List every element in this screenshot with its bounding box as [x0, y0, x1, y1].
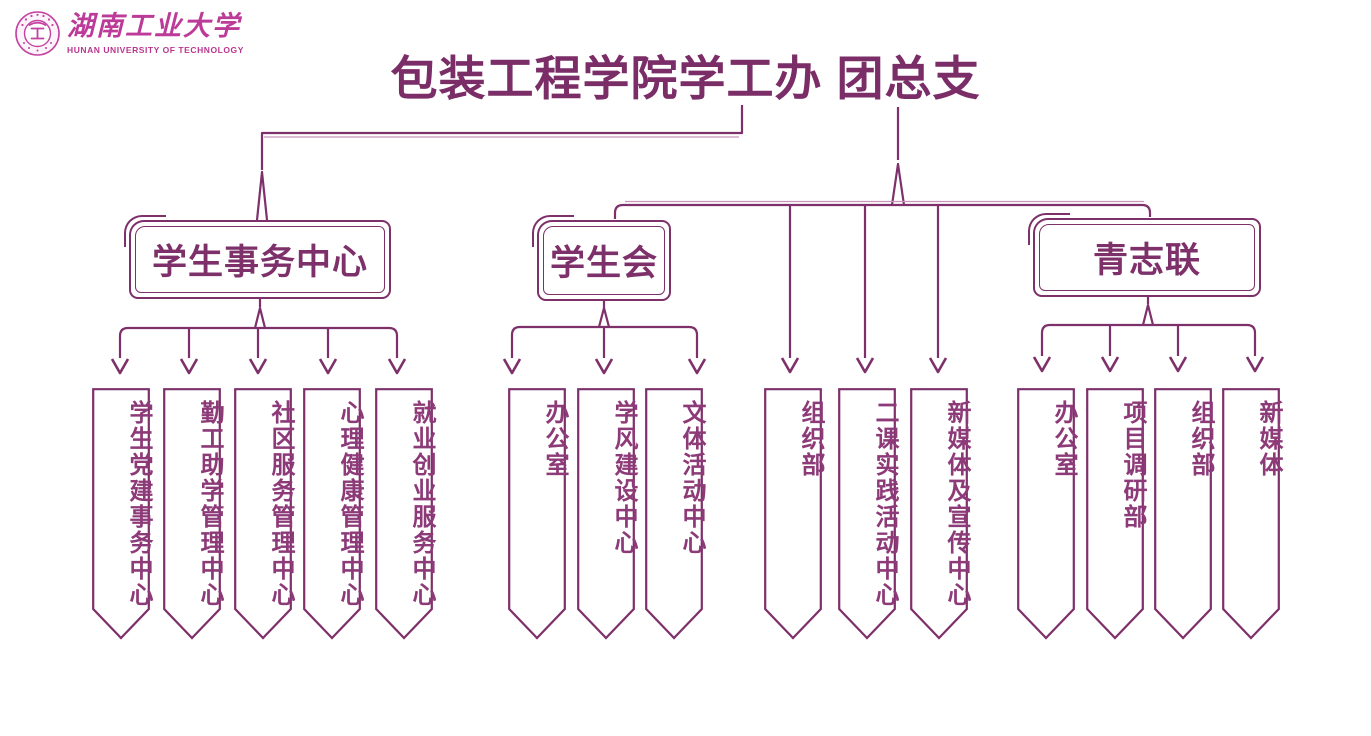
dept-banner: 勤工助学管理中心 — [163, 388, 223, 640]
pennant-shape-icon — [375, 388, 433, 640]
dept-label: 学生党建事务中心 — [125, 400, 152, 608]
dept-banner: 办公室 — [508, 388, 568, 640]
dept-label: 文体活动中心 — [678, 400, 705, 556]
branch-label: 学生会 — [549, 244, 658, 283]
pennant-shape-icon — [764, 388, 822, 640]
dept-label: 组织部 — [797, 400, 824, 478]
branch-box-student-affairs-center: 学生事务中心 — [124, 215, 391, 299]
branch-label: 学生事务中心 — [151, 243, 368, 282]
branch-box-inner-border: 青志联 — [1039, 224, 1255, 291]
dept-label: 就业创业服务中心 — [408, 400, 435, 608]
dept-banner: 新媒体 — [1222, 388, 1282, 640]
pennant-shape-icon — [1086, 388, 1144, 640]
dept-label: 心理健康管理中心 — [336, 400, 363, 608]
dept-banner: 新媒体及宣传中心 — [910, 388, 970, 640]
dept-banner: 文体活动中心 — [645, 388, 705, 640]
pennant-shape-icon — [1154, 388, 1212, 640]
pennant-shape-icon — [92, 388, 150, 640]
pennant-shape-icon — [910, 388, 968, 640]
dept-banner: 项目调研部 — [1086, 388, 1146, 640]
university-name: 湖南工业大学 HUNAN UNIVERSITY OF TECHNOLOGY — [67, 10, 244, 55]
dept-banner: 学生党建事务中心 — [92, 388, 152, 640]
dept-banner: 心理健康管理中心 — [303, 388, 363, 640]
pennant-shape-icon — [1222, 388, 1280, 640]
pennant-shape-icon — [163, 388, 221, 640]
dept-banner: 组织部 — [764, 388, 824, 640]
pennant-shape-icon — [577, 388, 635, 640]
pennant-shape-icon — [645, 388, 703, 640]
pennant-shape-icon — [508, 388, 566, 640]
pennant-shape-icon — [838, 388, 896, 640]
pennant-shape-icon — [234, 388, 292, 640]
dept-label: 新媒体 — [1255, 400, 1282, 478]
university-name-en: HUNAN UNIVERSITY OF TECHNOLOGY — [67, 44, 244, 55]
dept-banner: 办公室 — [1017, 388, 1077, 640]
dept-label: 办公室 — [1050, 400, 1077, 478]
dept-label: 社区服务管理中心 — [267, 400, 294, 608]
pennant-shape-icon — [303, 388, 361, 640]
branch-label: 青志联 — [1092, 241, 1201, 280]
branch-box-inner-border: 学生事务中心 — [135, 226, 385, 293]
dept-banner: 二课实践活动中心 — [838, 388, 898, 640]
university-name-zh: 湖南工业大学 — [67, 11, 241, 41]
dept-label: 新媒体及宣传中心 — [943, 400, 970, 608]
dept-label: 办公室 — [541, 400, 568, 478]
dept-label: 勤工助学管理中心 — [196, 400, 223, 608]
dept-label: 组织部 — [1187, 400, 1214, 478]
dept-banner: 组织部 — [1154, 388, 1214, 640]
branch-box-youth-volunteers: 青志联 — [1028, 213, 1261, 297]
chart-title: 包装工程学院学工办 团总支 — [390, 52, 981, 105]
dept-banner: 社区服务管理中心 — [234, 388, 294, 640]
university-seal-icon — [15, 11, 60, 56]
dept-label: 项目调研部 — [1119, 400, 1146, 530]
dept-banner: 学风建设中心 — [577, 388, 637, 640]
branch-box-inner-border: 学生会 — [543, 226, 665, 295]
dept-banner: 就业创业服务中心 — [375, 388, 435, 640]
dept-label: 学风建设中心 — [610, 400, 637, 556]
branch-box-student-union: 学生会 — [532, 215, 671, 301]
university-logo: 湖南工业大学 HUNAN UNIVERSITY OF TECHNOLOGY — [14, 10, 244, 57]
dept-label: 二课实践活动中心 — [871, 400, 898, 608]
pennant-shape-icon — [1017, 388, 1075, 640]
